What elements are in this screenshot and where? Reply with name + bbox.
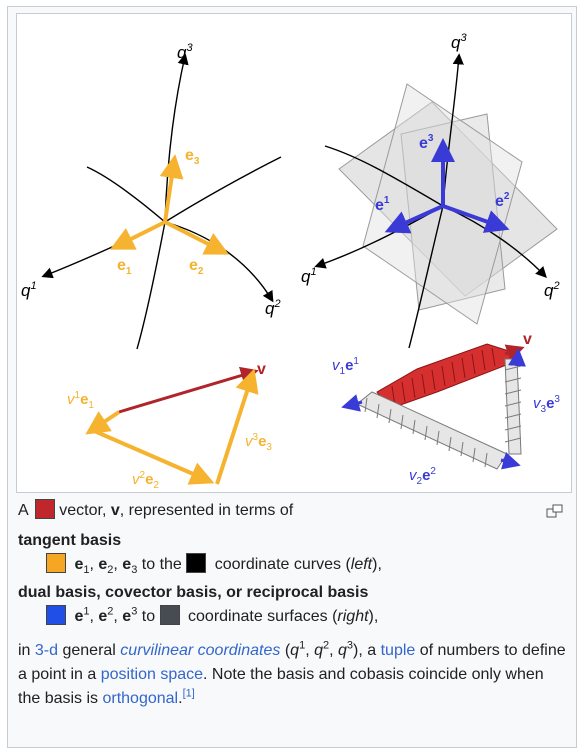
link-curvilinear-coordinates[interactable]: curvilinear coordinates [120,642,281,659]
right-v3e3-label: v3e3 [533,394,560,415]
left-v1e1-label: v1e1 [67,390,94,411]
left-vector-triangle [85,366,259,485]
dual-basis-heading: dual basis, covector basis, or reciproca… [18,584,369,601]
left-v-label: v [257,361,266,378]
right-v1e1-label: v1e1 [332,356,359,377]
caption-paragraph: in 3-d general curvilinear coordinates (… [18,639,566,707]
figure-image[interactable]: q3 q1 q2 e3 e1 e2 v v1e1 v2e2 v3e3 [16,13,572,493]
right-red-stack [376,343,525,410]
vector-color-swatch [35,499,56,519]
link-position-space[interactable]: position space [100,666,204,683]
left-q3-label: q3 [177,42,193,62]
right-dual-vectors [384,138,510,234]
diagram-svg: q3 q1 q2 e3 e1 e2 v v1e1 v2e2 v3e3 [21,32,560,491]
left-e3-label: e3 [185,147,200,167]
infobox-figure: q3 q1 q2 e3 e1 e2 v v1e1 v2e2 v3e3 [7,6,577,748]
link-orthogonal[interactable]: orthogonal [102,690,179,707]
right-coordinate-curves [314,53,547,349]
left-e2-label: e2 [189,257,204,277]
right-v-label: v [523,331,532,348]
link-tuple[interactable]: tuple [380,642,416,659]
left-v2e2-label: v2e2 [132,470,159,491]
tangent-basis-heading: tangent basis [18,532,122,549]
right-q2-label: q2 [544,280,560,300]
caption-line-1: A vector, v, represented in terms of [18,499,570,523]
tangent-basis-line: e1, e2, e3 to the coordinate curves (lef… [18,553,570,577]
figure-caption: A vector, v, represented in terms of tan… [18,499,570,711]
right-coordinate-surfaces [338,83,558,325]
tangent-color-swatch [46,553,66,573]
right-q3-label: q3 [451,32,467,52]
left-q2-label: q2 [265,298,281,318]
left-v3e3-label: v3e3 [245,432,272,453]
dual-basis-line: e1, e2, e3 to coordinate surfaces (right… [18,605,570,629]
left-tangent-vectors [109,154,230,255]
link-3d[interactable]: 3-d [34,642,59,659]
curve-color-swatch [186,553,207,573]
right-v2e2-label: v2e2 [409,466,436,487]
left-coordinate-curves [41,53,282,350]
surface-color-swatch [159,605,180,625]
right-vector-triangle [341,343,526,470]
right-q1-label: q1 [301,266,317,286]
reference-1[interactable]: [1] [182,687,195,700]
dual-color-swatch [46,605,66,625]
left-q1-label: q1 [21,280,37,300]
enlarge-icon[interactable] [546,504,564,518]
left-e1-label: e1 [117,257,132,277]
